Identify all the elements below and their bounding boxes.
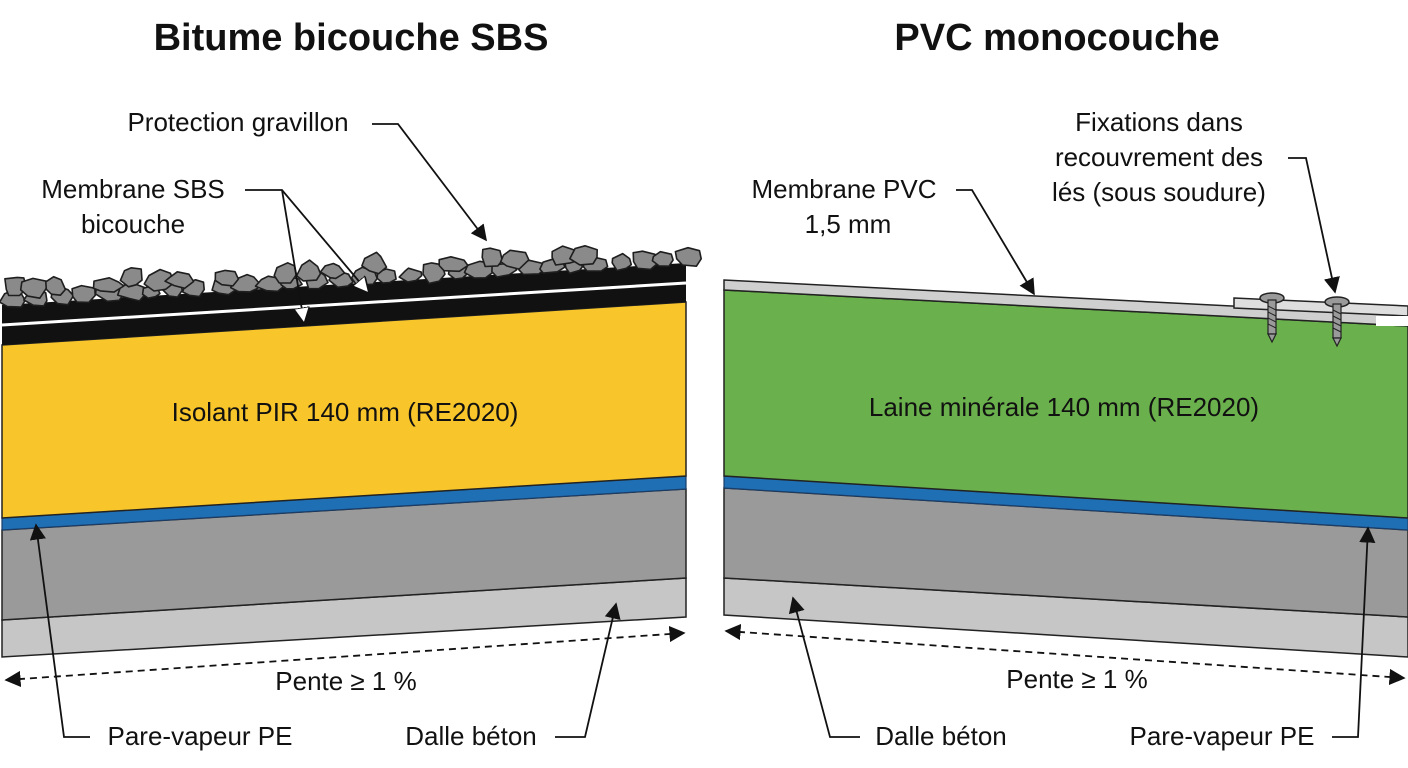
left-membrane-ply-separator — [1, 281, 687, 327]
gravel-stone — [116, 283, 148, 302]
gravel-stone — [19, 277, 48, 300]
gravel-stone — [143, 268, 175, 292]
right-panel: PVC monocouche Fixations dans recouvre — [723, 17, 1408, 751]
gravel-stone — [611, 252, 633, 272]
right-pvc-membrane — [723, 279, 1408, 327]
gravel-stone — [273, 261, 298, 284]
label-right-vapor-barrier: Pare-vapeur PE — [1130, 721, 1315, 751]
gravel-stone — [674, 246, 703, 268]
leader-pvc-membrane — [956, 189, 1035, 296]
label-left-slab: Dalle béton — [405, 721, 537, 751]
label-sbs-membrane-line1: Membrane SBS — [41, 174, 225, 204]
label-pir-insulation: Isolant PIR 140 mm (RE2020) — [172, 397, 519, 427]
screw-fixing-1 — [1259, 292, 1285, 344]
left-insulation-layer — [1, 301, 687, 519]
label-fixings-line3: lés (sous soudure) — [1052, 177, 1266, 207]
gravel-stone — [499, 249, 530, 270]
leader-right-slab — [788, 596, 860, 738]
gravel-stone — [71, 284, 96, 304]
left-panel: Bitume bicouche SBS Protection gravillon… — [0, 17, 703, 751]
label-left-slope: Pente ≥ 1 % — [275, 666, 416, 696]
gravel-stone — [119, 266, 143, 288]
screw-fixing-2 — [1324, 296, 1350, 348]
gravel-stone — [295, 259, 322, 282]
label-left-vapor-barrier: Pare-vapeur PE — [108, 721, 293, 751]
left-gravel-protection — [0, 245, 703, 308]
gravel-stone — [164, 270, 195, 290]
label-mineral-wool: Laine minérale 140 mm (RE2020) — [869, 392, 1259, 422]
right-slope-arrow — [724, 623, 1406, 686]
left-title: Bitume bicouche SBS — [154, 17, 549, 59]
leader-left-slab — [555, 602, 621, 738]
gravel-stone — [44, 275, 67, 297]
gravel-stone — [92, 276, 125, 293]
label-fixings-line1: Fixations dans — [1075, 107, 1243, 137]
leader-right-vapor-barrier — [1332, 526, 1376, 738]
gravel-stone — [214, 269, 240, 287]
label-right-slab: Dalle béton — [875, 721, 1007, 751]
right-overlap-white-gap — [1376, 316, 1408, 326]
leader-sbs-bottom-ply — [281, 189, 304, 322]
gravel-stone — [376, 268, 397, 284]
gravel-stone — [651, 250, 674, 268]
gravel-stone — [568, 245, 599, 266]
leader-left-vapor-barrier — [29, 523, 90, 738]
gravel-stone — [438, 255, 469, 273]
label-fixings-line2: recouvrement des — [1055, 142, 1263, 172]
left-slope-arrow — [4, 625, 686, 688]
label-right-slope: Pente ≥ 1 % — [1006, 664, 1147, 694]
label-pvc-membrane-line2: 1,5 mm — [805, 209, 892, 239]
gravel-stone — [361, 251, 388, 275]
label-sbs-membrane-line2: bicouche — [81, 209, 185, 239]
gravel-stone — [398, 267, 423, 283]
right-title: PVC monocouche — [894, 17, 1219, 59]
gravel-stone — [319, 262, 346, 280]
label-gravel-protection: Protection gravillon — [127, 107, 348, 137]
leader-gravel — [372, 123, 487, 242]
gravel-stone — [481, 247, 504, 268]
label-pvc-membrane-line1: Membrane PVC — [752, 174, 937, 204]
leader-fixings — [1288, 157, 1340, 294]
